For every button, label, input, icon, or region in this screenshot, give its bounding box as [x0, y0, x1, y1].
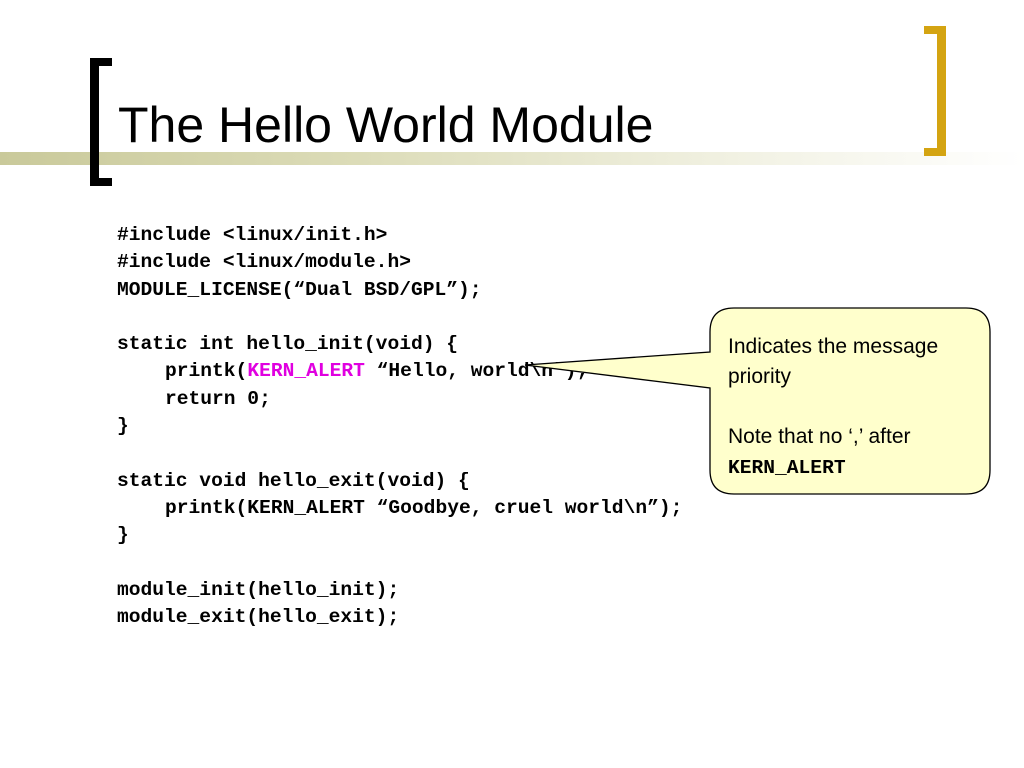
callout-kern-alert: KERN_ALERT [728, 457, 846, 479]
code-block: #include <linux/init.h> #include <linux/… [117, 222, 682, 631]
callout-shape [524, 307, 991, 495]
code-text: printk( [165, 360, 248, 383]
code-line: MODULE_LICENSE(“Dual BSD/GPL”); [117, 278, 482, 301]
callout-priority-note: Indicates the message priority [728, 335, 939, 388]
callout-text: Indicates the message priority Note that… [728, 332, 990, 483]
right-bracket-decoration [924, 26, 946, 156]
code-line: #include <linux/init.h> [117, 224, 388, 246]
code-line-printk-hello: printk(KERN_ALERT “Hello, world\n”); [117, 358, 682, 385]
code-line: module_init(hello_init); [117, 578, 400, 601]
code-line: #include <linux/module.h> [117, 251, 411, 274]
slide-title: The Hello World Module [118, 97, 654, 153]
code-line: module_exit(hello_exit); [117, 606, 400, 629]
kern-alert-highlight: KERN_ALERT [247, 360, 365, 383]
left-bracket-decoration [90, 58, 112, 186]
code-line: static int hello_init(void) { [117, 333, 458, 356]
code-line: return 0; [117, 386, 682, 413]
code-line: } [117, 524, 129, 547]
code-text: “Hello, world\n”); [364, 360, 589, 383]
code-line: static void hello_exit(void) { [117, 469, 470, 492]
code-line: } [117, 415, 129, 438]
title-underline-bar [0, 152, 1024, 165]
code-line: printk(KERN_ALERT “Goodbye, cruel world\… [117, 495, 682, 522]
code-text: printk(KERN_ALERT “Goodbye, cruel world\… [165, 496, 683, 519]
callout-comma-text: Note that no ‘,’ after [728, 425, 911, 448]
code-text: return 0; [165, 387, 271, 410]
